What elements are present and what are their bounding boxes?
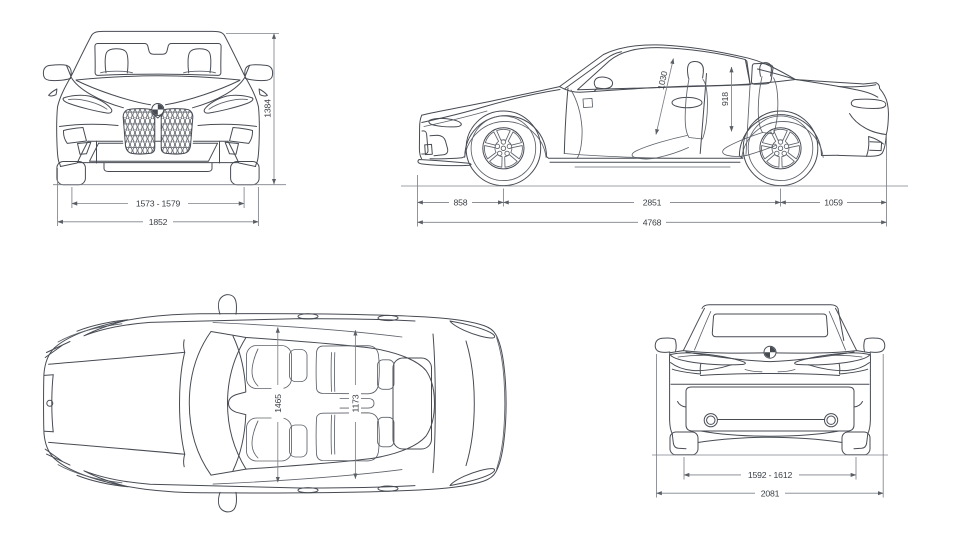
svg-text:1173: 1173 [351, 394, 361, 412]
svg-text:2081: 2081 [761, 488, 780, 498]
svg-text:1030: 1030 [656, 70, 670, 91]
svg-text:918: 918 [720, 92, 730, 106]
svg-text:1852: 1852 [149, 217, 168, 227]
svg-text:1573 - 1579: 1573 - 1579 [136, 199, 181, 209]
svg-text:858: 858 [454, 198, 468, 208]
svg-text:1384: 1384 [263, 99, 273, 118]
svg-text:4768: 4768 [643, 217, 662, 227]
svg-text:1465: 1465 [273, 394, 283, 413]
svg-text:1059: 1059 [824, 198, 843, 208]
svg-text:2851: 2851 [643, 198, 662, 208]
svg-text:1592 - 1612: 1592 - 1612 [748, 470, 793, 480]
